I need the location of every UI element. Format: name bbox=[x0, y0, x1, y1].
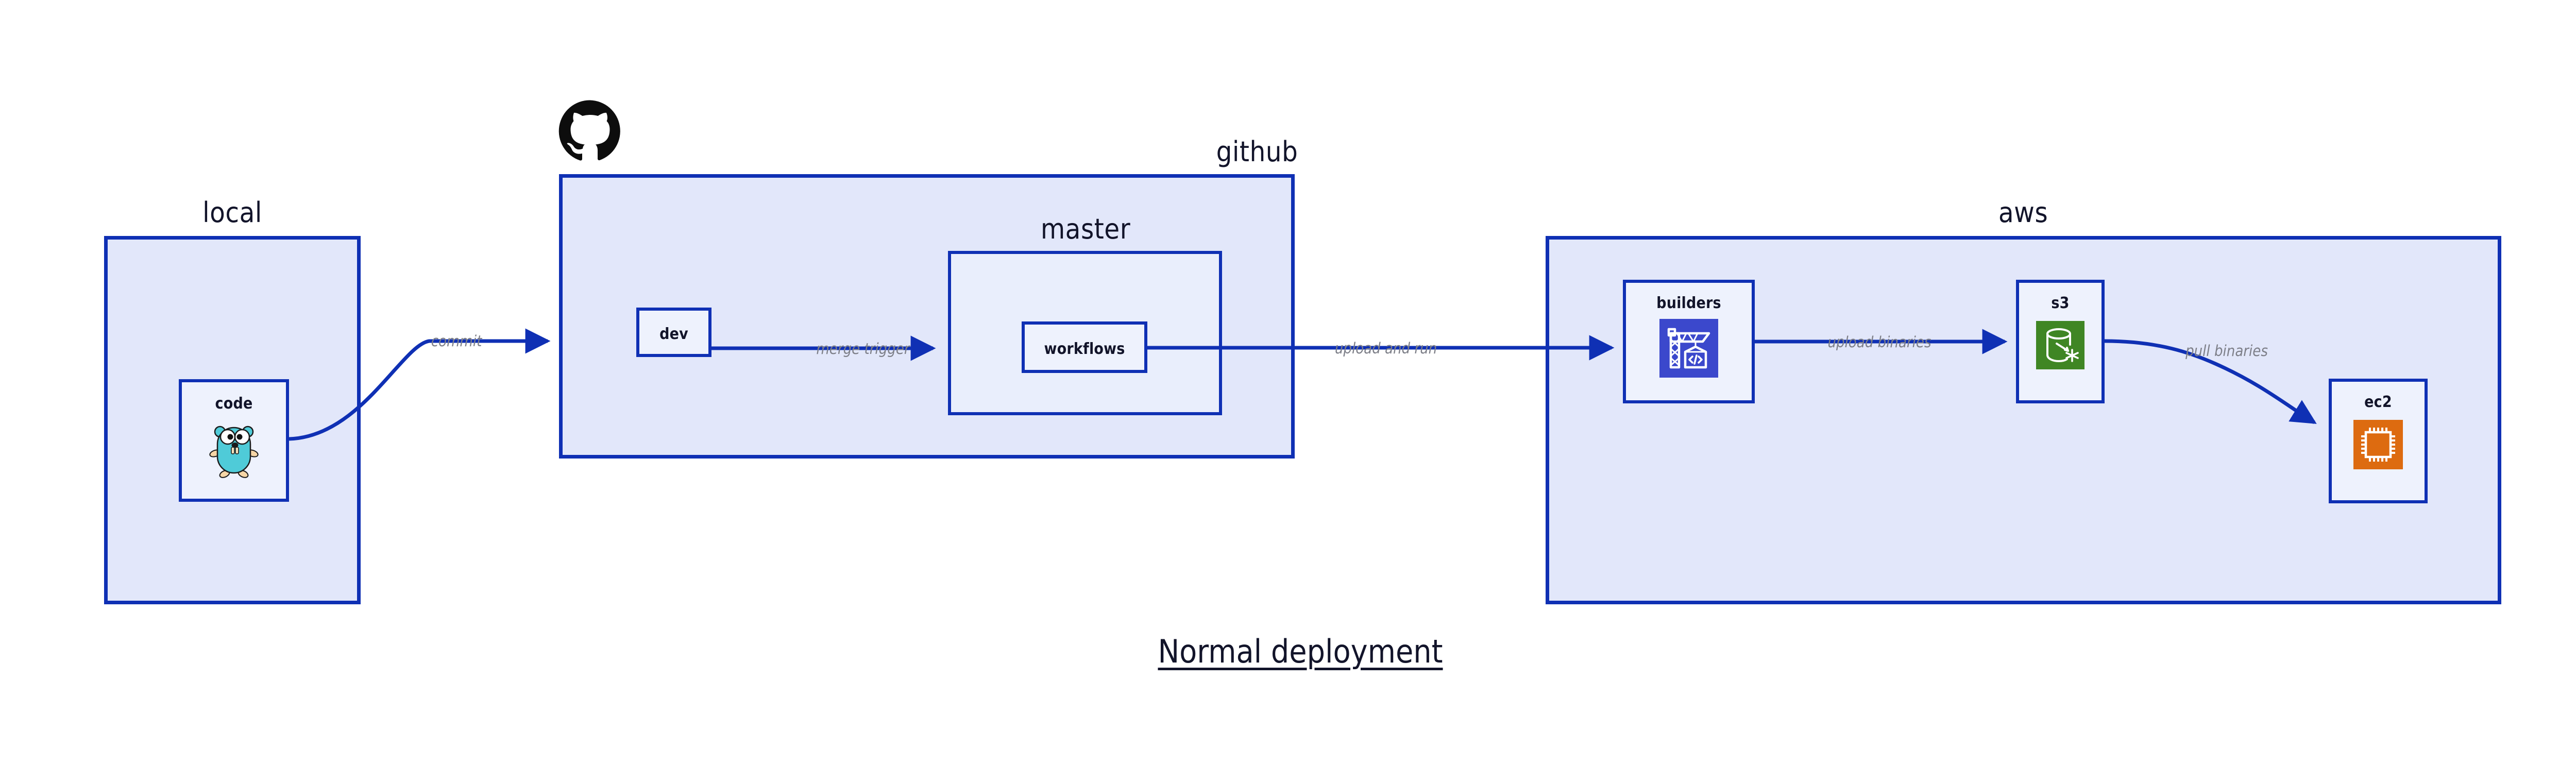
diagram-title: Normal deployment bbox=[1158, 633, 1443, 670]
node-code-label: code bbox=[215, 395, 253, 413]
node-dev-label: dev bbox=[659, 325, 688, 343]
edge-label-upload-binaries: upload binaries bbox=[1827, 333, 1931, 351]
node-s3-label: s3 bbox=[2051, 294, 2070, 312]
node-workflows-label: workflows bbox=[1044, 340, 1125, 358]
edge-label-merge-trigger: merge trigger bbox=[816, 340, 910, 358]
node-code[interactable]: code bbox=[179, 379, 289, 502]
aws-codebuild-icon bbox=[1659, 319, 1718, 380]
node-dev[interactable]: dev bbox=[636, 308, 711, 357]
go-gopher-icon bbox=[209, 421, 259, 481]
node-builders-label: builders bbox=[1656, 294, 1721, 312]
edge-label-pull-binaries: pull binaries bbox=[2185, 342, 2268, 360]
node-builders[interactable]: builders bbox=[1623, 280, 1755, 403]
group-local-label: local bbox=[202, 196, 262, 229]
aws-s3-icon bbox=[2036, 321, 2084, 371]
group-aws-label: aws bbox=[1998, 196, 2048, 229]
edge-label-upload-and-run: upload and run bbox=[1334, 339, 1437, 357]
node-workflows[interactable]: workflows bbox=[1022, 321, 1147, 373]
node-ec2[interactable]: ec2 bbox=[2329, 379, 2428, 503]
node-ec2-label: ec2 bbox=[2364, 393, 2392, 411]
group-github-label: github bbox=[1216, 135, 1298, 168]
edge-label-commit: commit bbox=[431, 332, 482, 350]
github-octocat-logo bbox=[558, 100, 620, 161]
subgroup-master-label: master bbox=[1040, 213, 1131, 245]
aws-ec2-icon bbox=[2353, 420, 2403, 471]
node-s3[interactable]: s3 bbox=[2016, 280, 2105, 403]
